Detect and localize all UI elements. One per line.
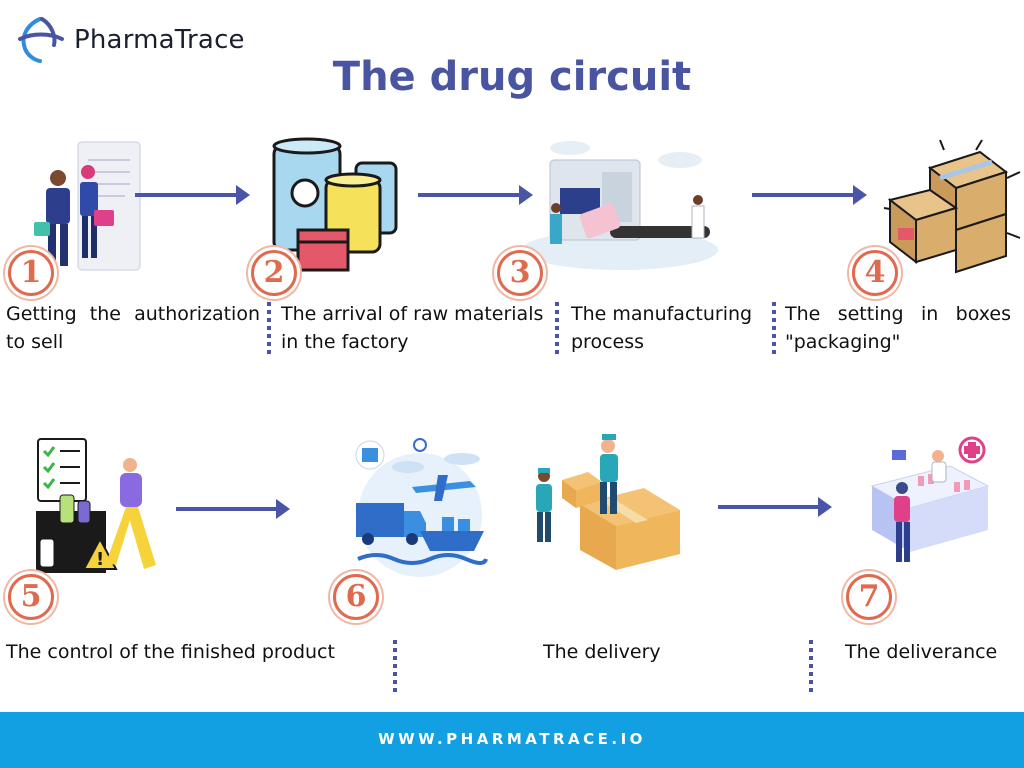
authorization-illustration: [34, 141, 141, 271]
divider-2: [555, 302, 559, 358]
step-label-6: The delivery: [543, 641, 661, 663]
divider-4: [393, 640, 397, 696]
divider-5: [809, 640, 813, 696]
step-label-1: Getting the authorization to sell: [6, 303, 260, 353]
footer-website-link[interactable]: WWW.PHARMATRACE.IO: [378, 730, 646, 748]
raw-materials-illustration: [272, 137, 398, 272]
divider-3: [772, 302, 776, 358]
pharmacy-illustration: [870, 436, 990, 562]
delivery-people-illustration: [536, 434, 680, 570]
footer-bar: WWW.PHARMATRACE.IO: [0, 712, 1024, 768]
flow-arrow-1-2: [135, 185, 250, 205]
step-label-7: The deliverance: [845, 641, 998, 663]
flow-arrow-5-6: [176, 499, 290, 519]
step-badge-5: 5: [8, 574, 54, 620]
manufacturing-illustration: [522, 141, 718, 270]
pharmatrace-logo-icon: [18, 17, 64, 63]
quality-control-illustration: !: [36, 438, 156, 573]
step-badge-1: 1: [8, 250, 54, 296]
step-label-3: The manufacturing process: [571, 303, 753, 353]
brand-logo[interactable]: PharmaTrace: [16, 15, 246, 65]
delivery-logistics-illustration: [355, 438, 488, 577]
step-badge-2: 2: [251, 250, 297, 296]
step-badge-3: 3: [497, 250, 543, 296]
brand-name: PharmaTrace: [74, 25, 245, 55]
step-label-5: The control of the finished product: [6, 641, 335, 663]
packaging-illustration: [883, 139, 1021, 274]
flow-arrow-6-7: [718, 497, 832, 517]
step-label-4: The setting in boxes "packaging": [785, 303, 1011, 353]
svg-text:!: !: [96, 549, 104, 570]
page-title: The drug circuit: [332, 54, 692, 100]
divider-1: [267, 302, 271, 358]
step-badge-4: 4: [852, 250, 898, 296]
step-badge-6: 6: [333, 574, 379, 620]
flow-arrow-3-4: [752, 185, 867, 205]
flow-arrow-2-3: [418, 185, 533, 205]
step-badge-7: 7: [846, 574, 892, 620]
step-label-2: The arrival of raw materials in the fact…: [281, 303, 544, 353]
